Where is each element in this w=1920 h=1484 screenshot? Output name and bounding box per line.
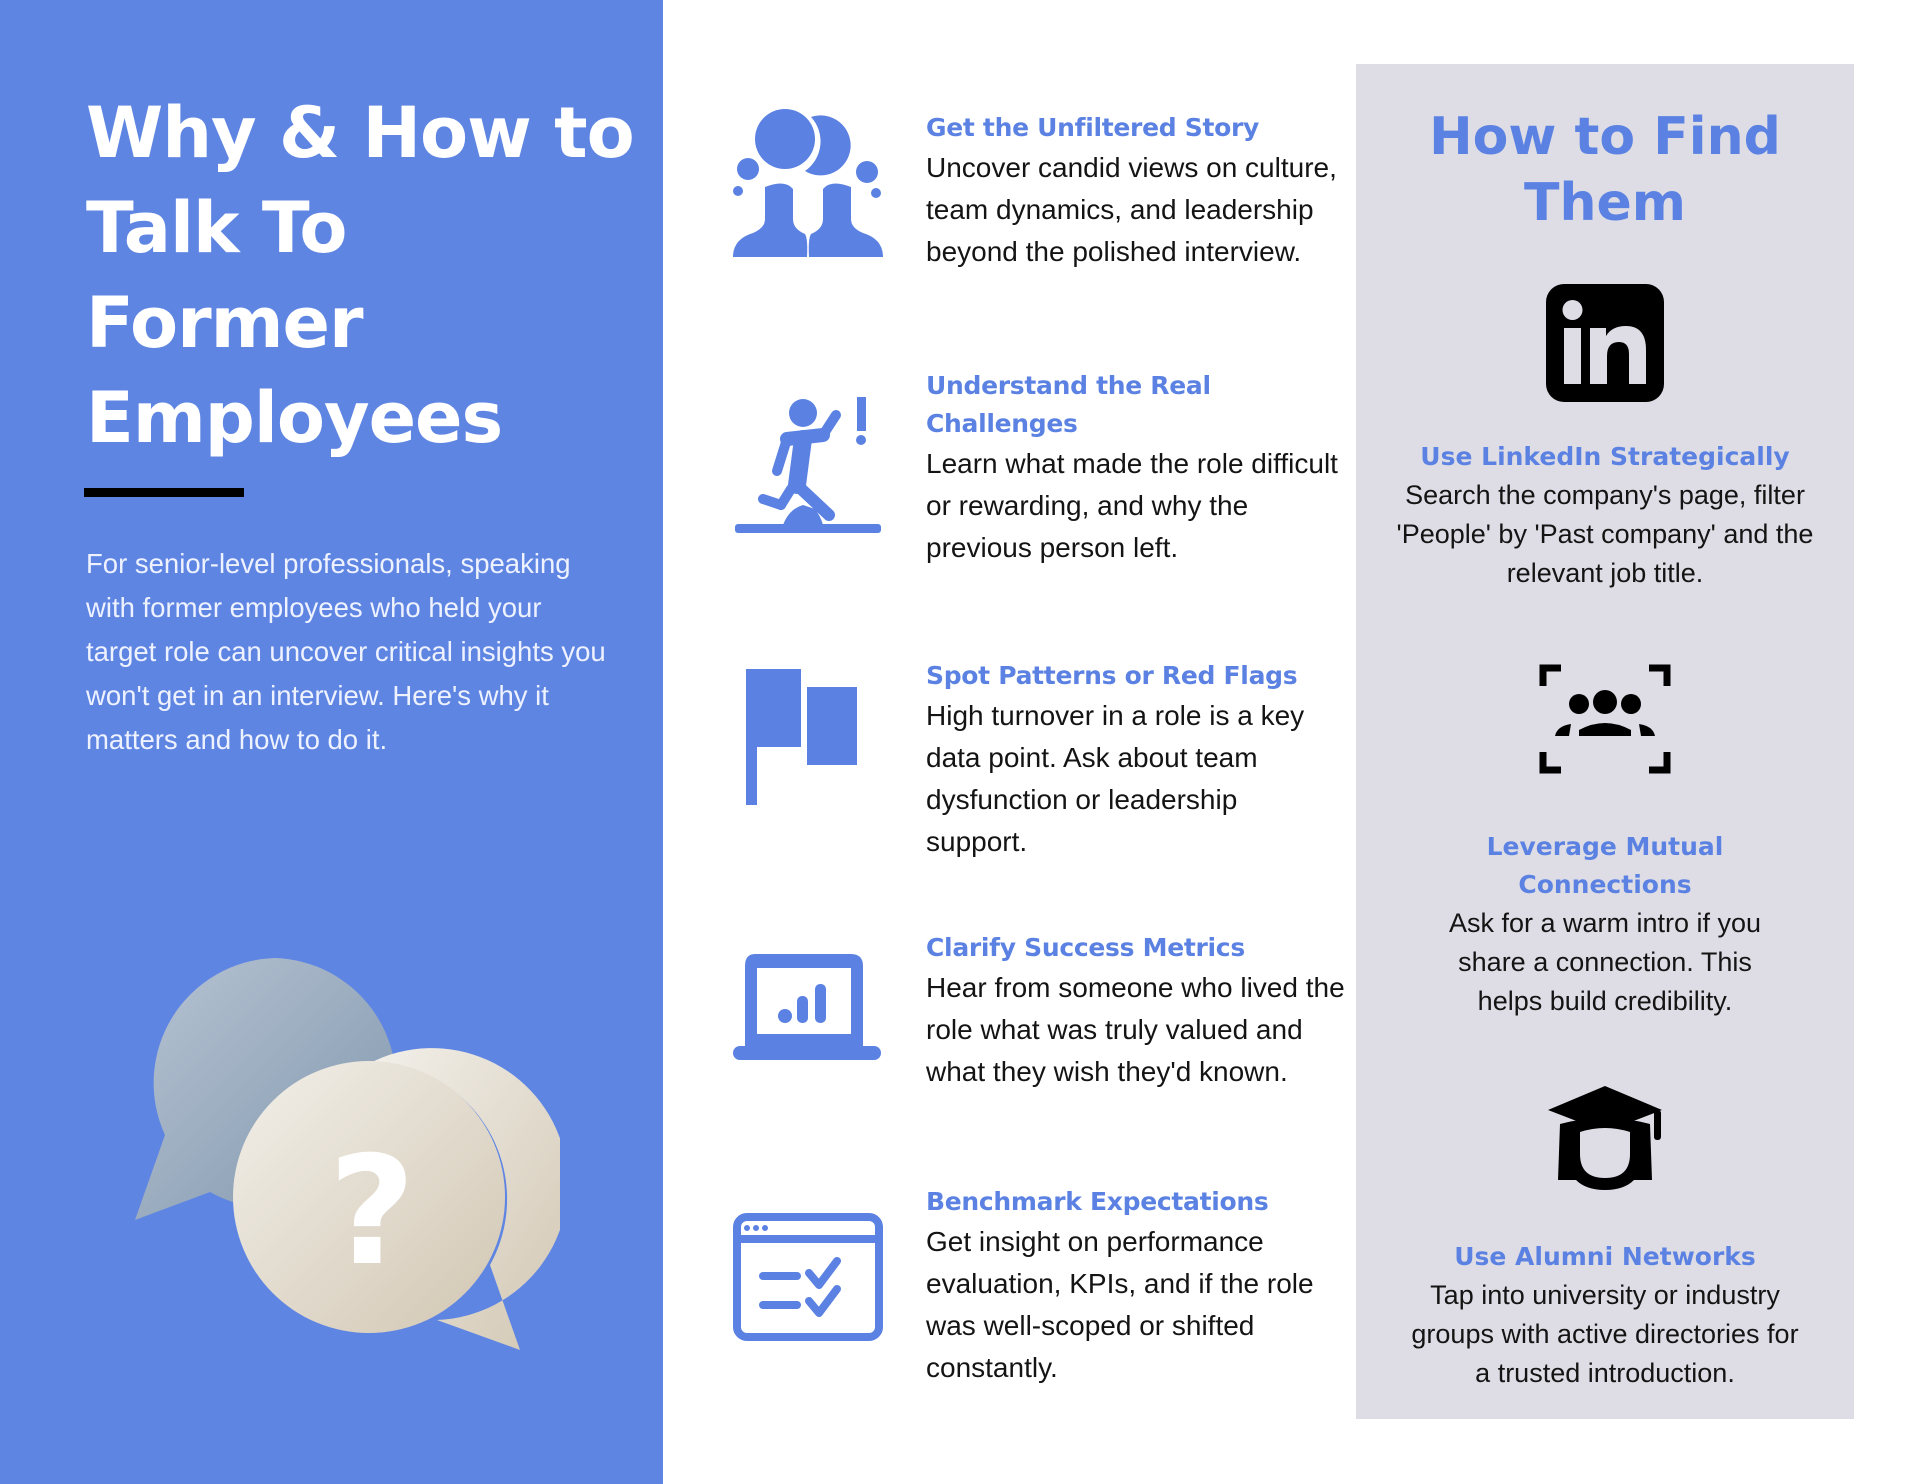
graduate-icon bbox=[1548, 1086, 1662, 1190]
flags-icon bbox=[746, 669, 857, 805]
how-item-alumni: Use Alumni Networks Tap into university … bbox=[1356, 1084, 1854, 1393]
why-item-title: Understand the Real Challenges bbox=[926, 371, 1211, 438]
how-to-find-panel: How to Find Them Use LinkedIn Strategica… bbox=[1356, 64, 1854, 1419]
how-item-body: Tap into university or industry groups w… bbox=[1411, 1280, 1799, 1388]
how-item-body: Search the company's page, filter 'Peopl… bbox=[1396, 480, 1814, 588]
intro-paragraph: For senior-level professionals, speaking… bbox=[86, 548, 606, 755]
group-focus-icon bbox=[1539, 664, 1671, 774]
why-item-body: Uncover candid views on culture, team dy… bbox=[926, 152, 1337, 267]
how-item-mutual-connections: Leverage Mutual Connections Ask for a wa… bbox=[1356, 664, 1854, 1021]
svg-text:?: ? bbox=[328, 1125, 415, 1299]
how-item-title: Use LinkedIn Strategically bbox=[1420, 442, 1790, 471]
why-item-body: Get insight on performance evaluation, K… bbox=[926, 1226, 1314, 1383]
why-item-body: Learn what made the role difficult or re… bbox=[926, 448, 1338, 563]
how-item-body: Ask for a warm intro if you share a conn… bbox=[1448, 908, 1762, 1016]
title-divider bbox=[84, 488, 244, 497]
why-item-body: High turnover in a role is a key data po… bbox=[926, 700, 1305, 857]
how-item-title: Use Alumni Networks bbox=[1454, 1242, 1756, 1271]
checklist-window-icon bbox=[733, 1213, 883, 1341]
speech-bubbles-question-icon: ? bbox=[135, 958, 560, 1350]
intro-panel: Why & How to Talk To Former Employees Fo… bbox=[0, 0, 663, 1484]
why-item-title: Benchmark Expectations bbox=[926, 1187, 1269, 1216]
hurdle-runner-icon bbox=[735, 397, 881, 533]
why-item-title: Clarify Success Metrics bbox=[926, 933, 1245, 962]
linkedin-icon bbox=[1546, 284, 1664, 402]
people-conversation-icon bbox=[733, 109, 883, 257]
page-title: Why & How to Talk To Former Employees bbox=[86, 92, 635, 459]
how-item-linkedin: Use LinkedIn Strategically Search the co… bbox=[1356, 284, 1854, 593]
why-item-body: Hear from someone who lived the role wha… bbox=[926, 972, 1345, 1087]
panel-title: How to Find Them bbox=[1429, 107, 1781, 233]
laptop-chart-icon bbox=[733, 954, 881, 1060]
why-item-title: Spot Patterns or Red Flags bbox=[926, 661, 1298, 690]
how-item-title: Leverage Mutual Connections bbox=[1486, 832, 1724, 899]
why-item-title: Get the Unfiltered Story bbox=[926, 113, 1259, 142]
